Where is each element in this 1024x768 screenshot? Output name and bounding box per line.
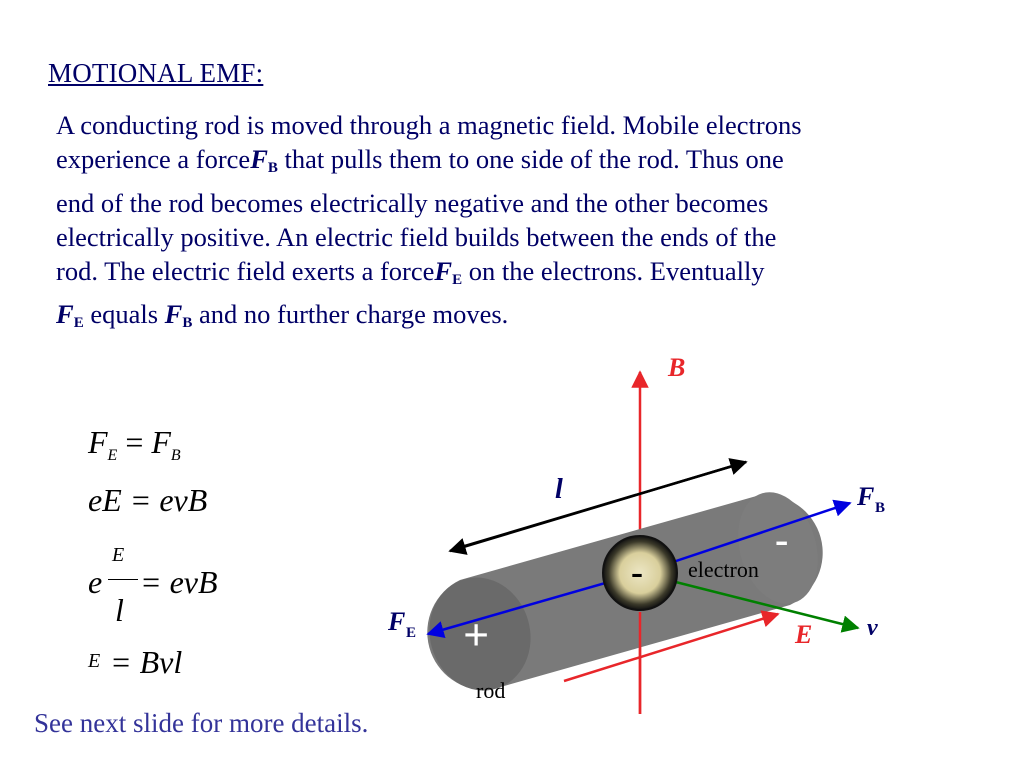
label-electron-charge: - (631, 552, 643, 592)
force-fb-symbol: FB (250, 144, 278, 177)
equation-force-balance: FE = FB (88, 424, 181, 465)
eq4-rhs: = Bvl (110, 644, 183, 680)
fraction-bar (108, 579, 138, 580)
para-line-5: rod. The electric field exerts a forceFE… (56, 254, 996, 297)
eq-subscript: B (170, 447, 181, 464)
electron-sphere (602, 535, 678, 611)
para-text: on the electrons. Eventually (462, 256, 765, 287)
equation-charge-forces: eE = evB (88, 482, 208, 518)
eq-operator: = (117, 424, 152, 460)
eq3-denominator: l (115, 592, 124, 628)
eq-symbol: F (151, 424, 171, 460)
label-force-fe: F (387, 607, 405, 636)
force-symbol-subscript: B (267, 160, 278, 177)
explanation-paragraph: A conducting rod is moved through a magn… (56, 108, 996, 341)
label-b-field: B (667, 353, 685, 382)
eq-subscript: E (107, 447, 118, 464)
force-fe-symbol: FE (434, 256, 463, 289)
force-fb-symbol: FB (164, 299, 193, 332)
label-force-fb-sub: B (875, 500, 885, 516)
force-symbol-letter: F (250, 144, 268, 175)
eq3-numerator: E (112, 544, 125, 566)
para-text: that pulls them to one side of the rod. … (277, 144, 784, 175)
para-text: equals (83, 299, 165, 330)
force-fe-symbol: FE (56, 299, 84, 332)
label-length: l (555, 474, 563, 505)
para-line-3: end of the rod becomes electrically nega… (56, 187, 769, 218)
label-force-fb: F (856, 482, 874, 511)
force-symbol-letter: F (56, 299, 74, 330)
electric-field-arrow (563, 610, 780, 683)
label-rod: rod (476, 678, 505, 703)
force-symbol-subscript: E (452, 272, 463, 289)
footer-note: See next slide for more details. (34, 708, 369, 738)
rod-positive-end (429, 577, 531, 691)
para-line-1: A conducting rod is moved through a magn… (56, 110, 802, 140)
para-line-6: FE equals FB and no further charge moves… (56, 297, 996, 340)
label-negative-end: - (775, 517, 788, 562)
label-velocity: v (867, 615, 878, 641)
label-positive-end: + (463, 609, 489, 660)
slide-title: MOTIONAL EMF: (48, 58, 264, 88)
label-force-fe-sub: E (406, 625, 416, 641)
eq3-rhs: = evB (140, 564, 218, 600)
para-text: rod. The electric field exerts a force (56, 256, 435, 287)
para-line-2: experience a forceFB that pulls them to … (56, 142, 996, 185)
eq-symbol: F (88, 424, 108, 460)
force-symbol-subscript: E (73, 315, 84, 332)
eq3-e: e (88, 564, 103, 600)
para-line-4: electrically positive. An electric field… (56, 221, 777, 252)
label-electron: electron (688, 557, 759, 582)
force-symbol-letter: F (434, 256, 453, 287)
para-text: and no further charge moves. (192, 299, 509, 330)
force-symbol-subscript: B (182, 315, 193, 332)
length-arrow-back (448, 460, 747, 555)
eq4-emf-symbol: E (88, 650, 101, 672)
force-symbol-letter: F (164, 299, 183, 330)
label-electric-field: E (794, 620, 812, 649)
para-text: experience a force (56, 144, 251, 175)
